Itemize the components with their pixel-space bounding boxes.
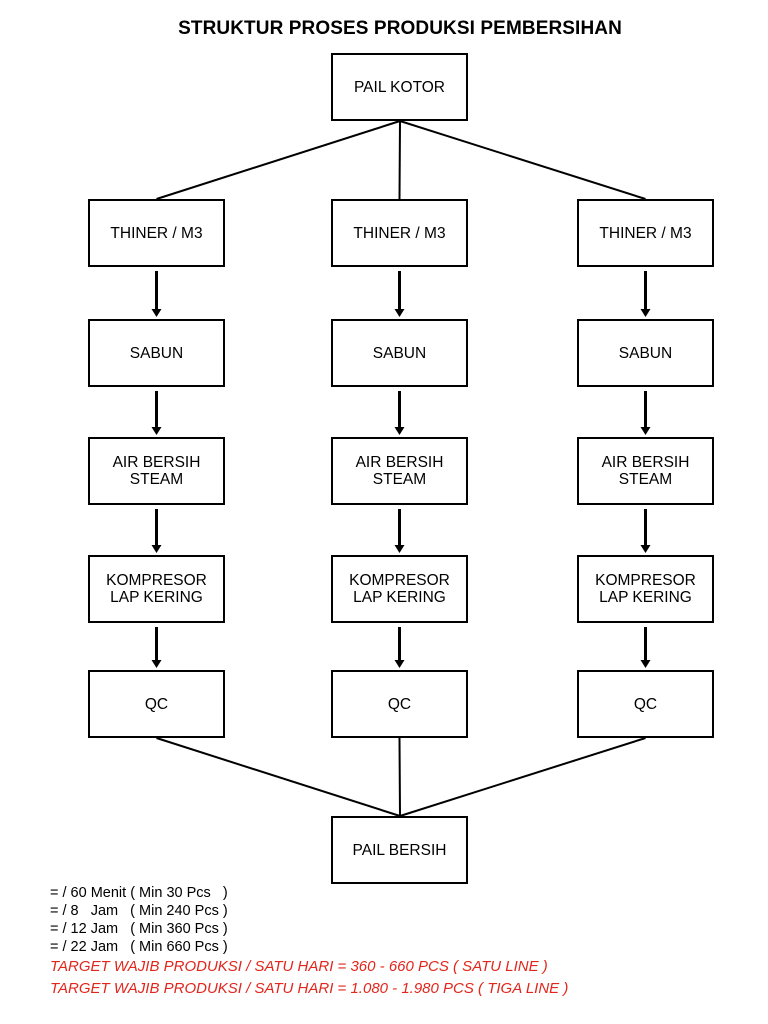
target-line: TARGET WAJIB PRODUKSI / SATU HARI = 360 … [50, 958, 548, 975]
note-line: = / 12 Jam ( Min 360 Pcs ) [50, 921, 228, 937]
note-line: = / 8 Jam ( Min 240 Pcs ) [50, 903, 228, 919]
end-connector-line-3 [399, 737, 646, 817]
end-node-box: PAIL BERSIH [331, 816, 468, 884]
line-2-step-1-box: THINER / M3 [331, 199, 468, 267]
line-3-step-4-box: KOMPRESOR LAP KERING [577, 555, 714, 623]
start-connector-line-2 [398, 120, 401, 200]
line-3-step-2-box: SABUN [577, 319, 714, 387]
end-connector-line-2 [398, 737, 401, 817]
line-1-step-1-box: THINER / M3 [88, 199, 225, 267]
start-connector-line-3 [399, 120, 646, 200]
line-2-step-5-box: QC [331, 670, 468, 738]
line-3-step-1-box: THINER / M3 [577, 199, 714, 267]
line-1-step-4-box: KOMPRESOR LAP KERING [88, 555, 225, 623]
note-line: = / 22 Jam ( Min 660 Pcs ) [50, 939, 228, 955]
notes-block: = / 60 Menit ( Min 30 Pcs ) = / 8 Jam ( … [50, 884, 568, 1000]
line-1-step-2-box: SABUN [88, 319, 225, 387]
note-line: = / 60 Menit ( Min 30 Pcs ) [50, 885, 228, 901]
line-2-step-3-box: AIR BERSIH STEAM [331, 437, 468, 505]
line-2-step-4-box: KOMPRESOR LAP KERING [331, 555, 468, 623]
end-connector-line-1 [156, 737, 401, 817]
start-node-box: PAIL KOTOR [331, 53, 468, 121]
line-1-step-5-box: QC [88, 670, 225, 738]
start-connector-line-1 [156, 120, 401, 200]
target-line: TARGET WAJIB PRODUKSI / SATU HARI = 1.08… [50, 980, 569, 997]
line-2-step-2-box: SABUN [331, 319, 468, 387]
line-3-step-5-box: QC [577, 670, 714, 738]
diagram-title: STRUKTUR PROSES PRODUKSI PEMBERSIHAN [178, 18, 622, 39]
line-3-step-3-box: AIR BERSIH STEAM [577, 437, 714, 505]
line-1-step-3-box: AIR BERSIH STEAM [88, 437, 225, 505]
